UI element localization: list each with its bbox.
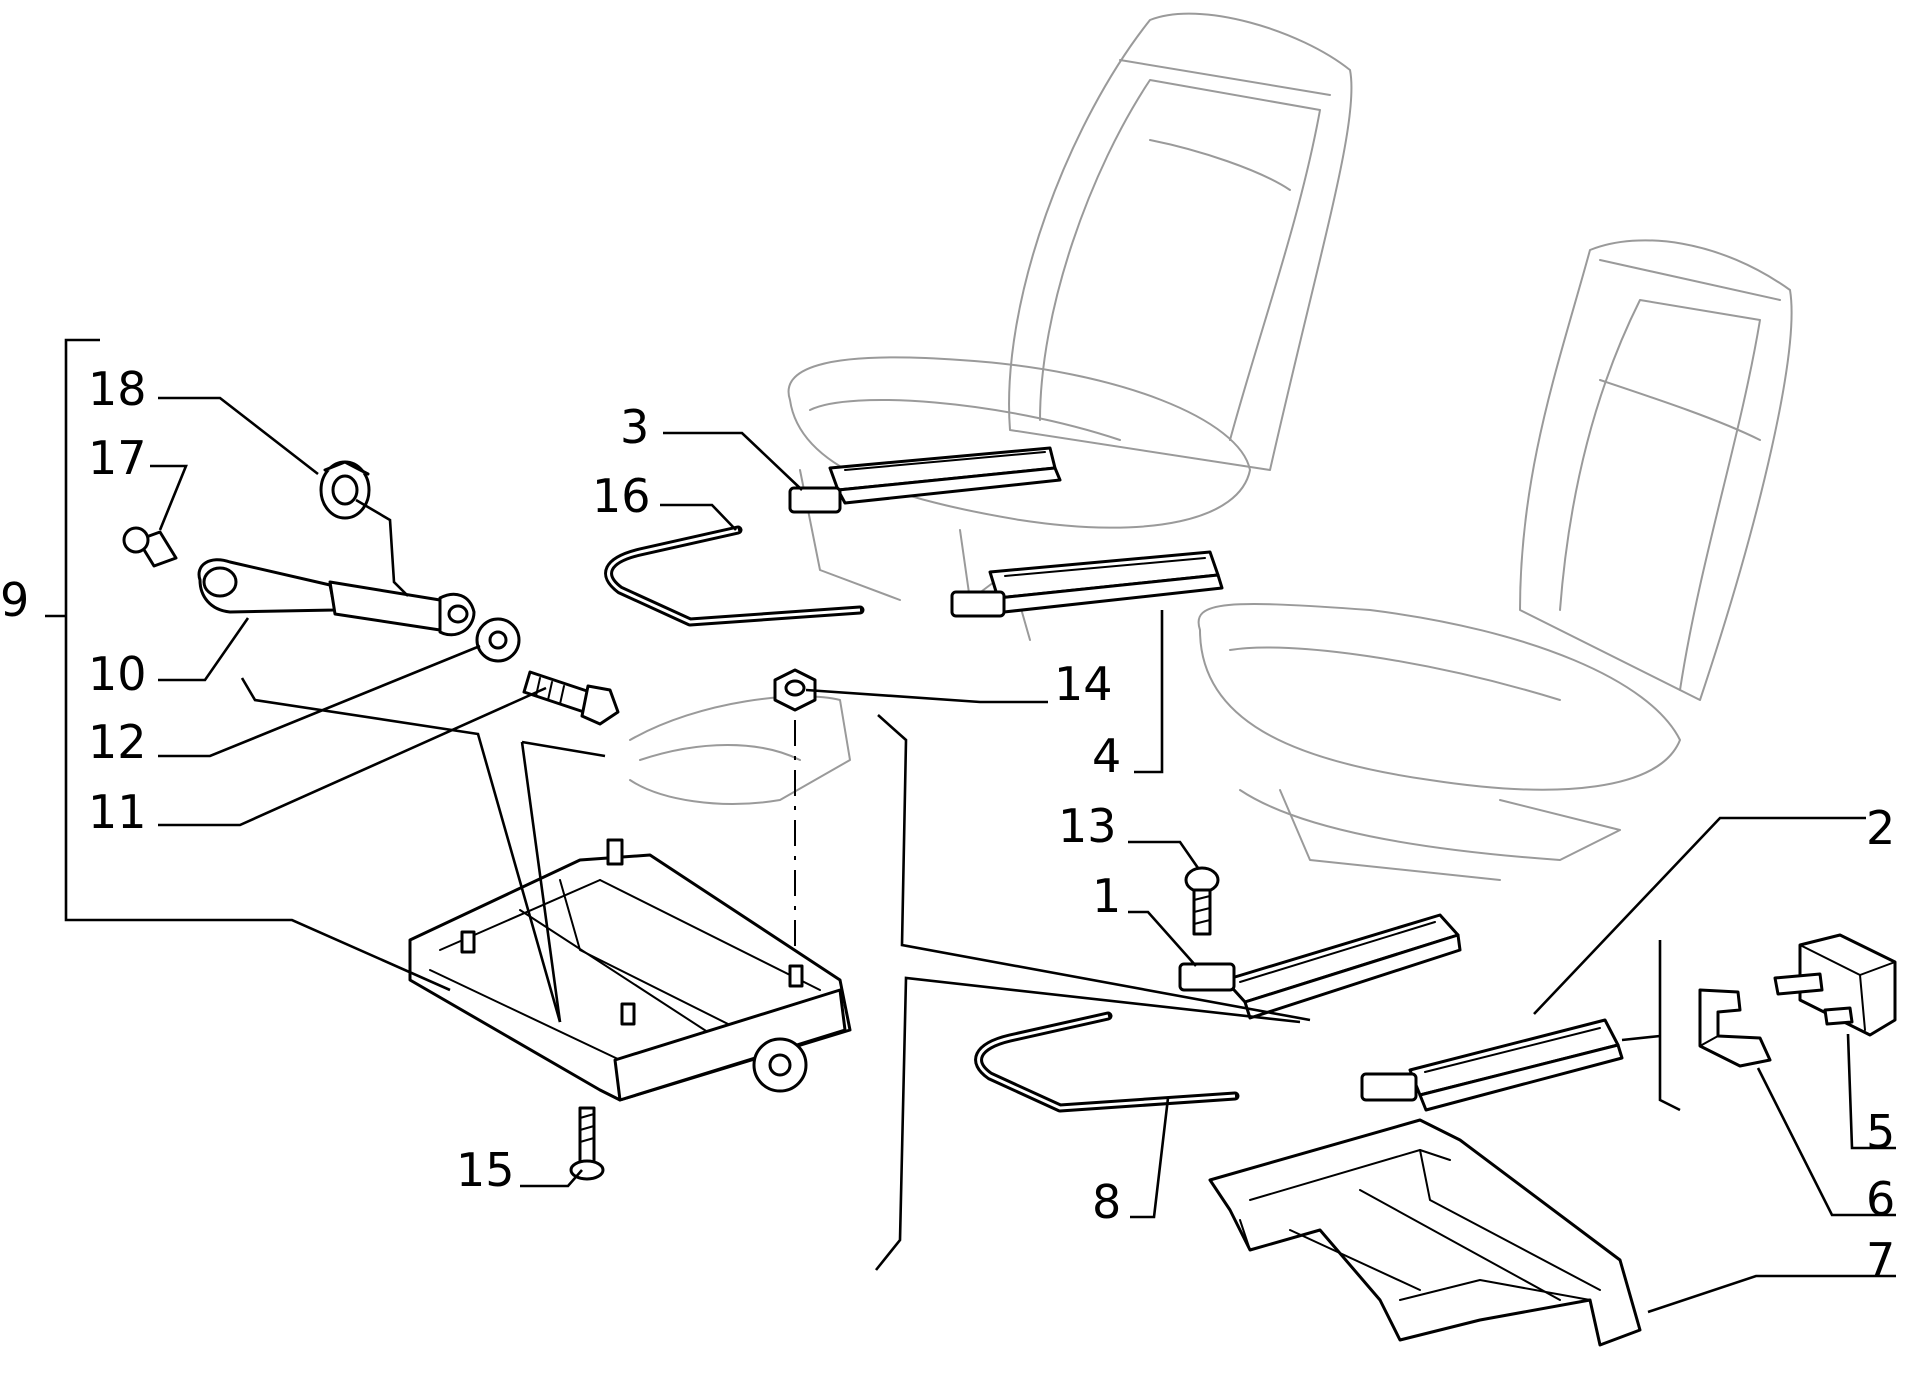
part-10-gas-strut — [197, 558, 476, 637]
part-8-front-wire-bar — [974, 1011, 1240, 1113]
part-13-screw — [1184, 866, 1220, 936]
part-12-washer — [475, 617, 521, 663]
leader-18 — [158, 396, 319, 476]
part-1-front-rail-left — [1178, 913, 1462, 1020]
callout-12: 12 — [88, 715, 147, 769]
part-11-bolt — [522, 670, 620, 726]
callout-4: 4 — [1092, 729, 1121, 783]
leader-9-bracket — [64, 338, 451, 992]
leader-2 — [1533, 816, 1866, 1015]
leader-5 — [1846, 1033, 1896, 1150]
callout-3: 3 — [620, 400, 649, 454]
callout-17: 17 — [88, 431, 147, 485]
front-seat-outline — [1197, 239, 1793, 881]
callout-16: 16 — [592, 469, 651, 523]
callout-15: 15 — [456, 1143, 515, 1197]
leader-3 — [663, 431, 803, 491]
callout-18: 18 — [88, 362, 147, 416]
leader-6 — [1756, 1067, 1896, 1217]
part-2-front-rail-right — [1360, 1018, 1624, 1112]
callout-11: 11 — [88, 785, 147, 839]
leader-lines — [45, 338, 1896, 1314]
leader-12 — [158, 644, 481, 758]
leader-13 — [1128, 840, 1200, 869]
leader-4 — [1134, 610, 1164, 774]
part-7-front-base-frame — [1208, 1118, 1642, 1347]
part-14-nut — [773, 668, 817, 712]
callout-8: 8 — [1092, 1175, 1121, 1229]
part-3-rear-rail-left — [788, 446, 1062, 514]
callout-13: 13 — [1058, 799, 1117, 853]
callout-9: 9 — [0, 573, 29, 627]
rear-seat-outline — [787, 12, 1353, 641]
part-15-screw — [569, 1106, 605, 1181]
part-17-pin — [122, 526, 178, 568]
leader-16 — [660, 503, 737, 531]
callout-labels: 18 17 9 10 12 11 3 16 14 4 13 1 15 8 2 5… — [0, 362, 1895, 1287]
leader-15 — [520, 1169, 583, 1188]
part-5-cover-cap — [1773, 933, 1897, 1037]
leader-10 — [158, 617, 250, 682]
callout-10: 10 — [88, 647, 147, 701]
part-16-rear-wire-bar — [604, 525, 865, 627]
leader-11 — [158, 686, 547, 827]
leader-7 — [1647, 1274, 1896, 1314]
leader-14 — [805, 688, 1048, 704]
floor-mount-outline — [629, 695, 851, 805]
leader-17 — [150, 464, 188, 531]
part-6-bracket — [1698, 988, 1772, 1068]
callout-1: 1 — [1092, 869, 1121, 923]
callout-6: 6 — [1866, 1172, 1895, 1226]
leader-8 — [1130, 1097, 1170, 1219]
part-4-rear-rail-right — [950, 550, 1224, 618]
callout-5: 5 — [1866, 1105, 1895, 1159]
leader-14-lower — [874, 976, 1301, 1271]
part-18-bush — [319, 460, 371, 520]
callout-7: 7 — [1866, 1233, 1895, 1287]
callout-2: 2 — [1866, 801, 1895, 855]
callout-14: 14 — [1054, 657, 1113, 711]
leader-1 — [1128, 910, 1197, 967]
part-9-rear-frame-assembly — [408, 838, 852, 1102]
